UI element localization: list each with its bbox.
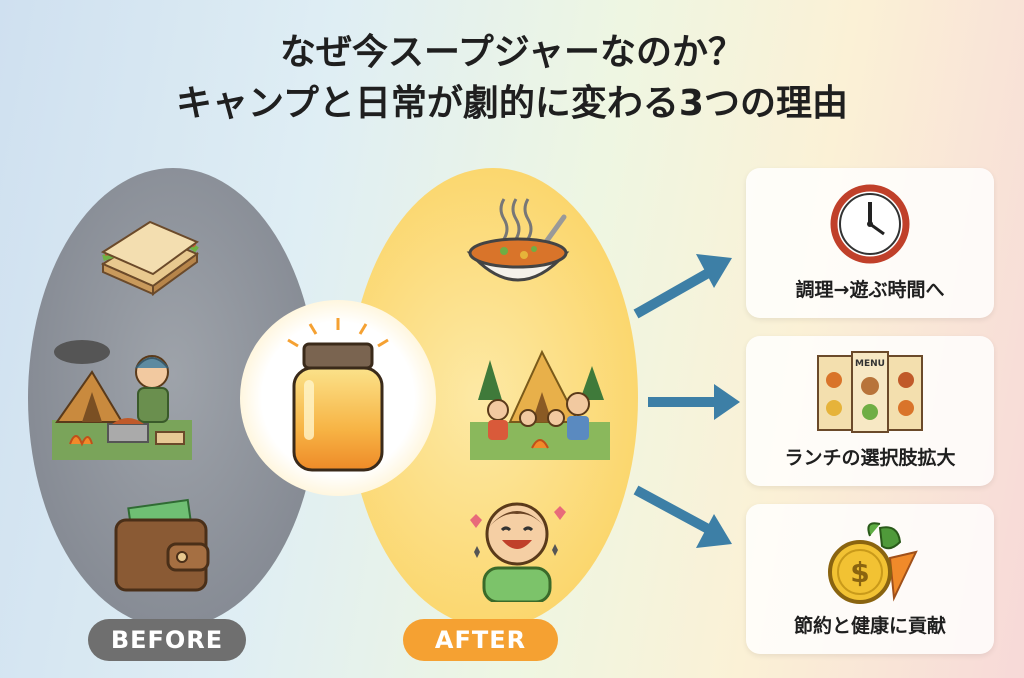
arrows [630, 230, 750, 574]
svg-text:MENU: MENU [855, 359, 885, 369]
benefit-label-time: 調理→遊ぶ時間へ [795, 279, 945, 301]
wallet-icon [110, 498, 215, 602]
coin-vegetables-icon: $ [820, 518, 920, 612]
title-line-1: なぜ今スープジャーなのか？ [279, 32, 745, 73]
soup-jar-icon [280, 318, 396, 482]
title-line-2: キャンプと日常が劇的に変わる3つの理由 [176, 83, 848, 124]
after-label: AFTER [403, 619, 558, 661]
happy-person-icon [462, 490, 572, 606]
benefit-label-lunch: ランチの選択肢拡大 [784, 447, 956, 469]
tired-camper-cooking-icon [52, 332, 192, 466]
sandwich-icon [95, 212, 205, 306]
svg-text:$: $ [850, 556, 869, 589]
menu-icon: MENU [814, 350, 926, 440]
page-title: なぜ今スープジャーなのか？ キャンプと日常が劇的に変わる3つの理由 [0, 28, 1024, 130]
benefit-card-lunch: MENU ランチの選択肢拡大 [746, 336, 994, 486]
family-camping-icon [470, 330, 610, 464]
benefit-card-time: 調理→遊ぶ時間へ [746, 168, 994, 318]
benefit-label-saving: 節約と健康に貢献 [793, 615, 946, 637]
benefit-card-saving: $ 節約と健康に貢献 [746, 504, 994, 654]
before-label: BEFORE [88, 619, 246, 661]
soup-bowl-icon [464, 195, 574, 309]
clock-icon [828, 182, 912, 270]
